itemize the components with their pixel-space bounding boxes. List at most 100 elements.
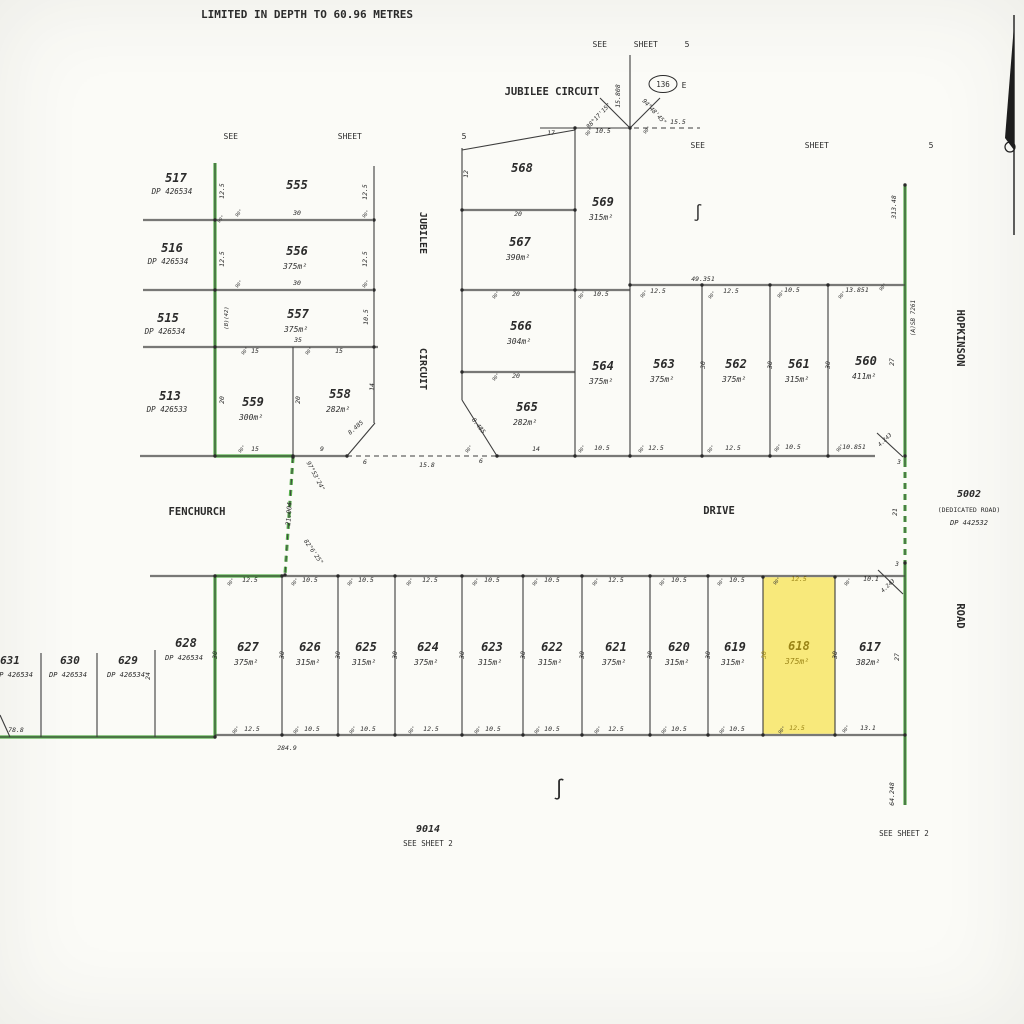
street-jubilee-circuit: JUBILEE CIRCUIT [505,86,600,98]
angle-mark: 90° [777,725,787,735]
corner-dot [580,733,584,737]
dim: 30 [766,361,774,370]
angle-mark: 90° [292,725,302,735]
lot-515: 515 [157,311,179,325]
corner-dot [213,218,217,222]
dim: 21.004 [284,502,294,526]
dim: 10.5 [304,725,320,733]
lot-569-area: 315m² [588,213,613,222]
lot-517: 517 [165,171,187,185]
angle-mark: 90° [471,577,481,587]
corner-dot [768,454,772,458]
dim: 27 [893,653,901,661]
angle-mark: 90° [531,577,541,587]
dim: 27 [888,358,896,366]
corner-dot [628,283,632,287]
dim: 8.485 [347,419,365,437]
dim: 3 [894,561,899,568]
corner-dot [573,208,577,212]
dim: 3 [896,459,901,466]
dim: (B)(42) [224,306,230,329]
lot-620-area: 315m² [664,658,689,667]
street-jubilee-v2: CIRCUIT [417,348,428,390]
dim: 20 [512,290,520,298]
corner-dot [460,208,464,212]
lot-569: 569 [592,195,614,209]
corner-dot [628,454,632,458]
angle-mark: 90° [491,290,501,300]
lot-623-area: 315m² [477,658,502,667]
lot-563: 563 [653,357,675,371]
dim: 30 [824,361,832,370]
block-9014: 9014 [416,824,440,835]
lot-625-area: 315m² [351,658,376,667]
limit-note: LIMITED IN DEPTH TO 60.96 METRES [201,8,413,21]
lot-619: 619 [724,640,746,654]
lot-558-area: 282m² [326,405,350,414]
lot-563-area: 375m² [649,375,674,384]
north-arrow-icon [1004,15,1016,235]
street-hopkinson-road: ROAD [954,603,966,628]
lot-559-area: 300m² [238,413,263,422]
angle-mark: 90° [361,279,371,289]
angle-mark: 90° [707,290,717,300]
angle-mark: 90° [577,290,587,300]
lot-562-area: 375m² [721,375,746,384]
corner-dot [280,574,284,578]
lot-624-area: 375m² [413,658,438,667]
lot-513-dp: DP 426533 [146,405,188,414]
dim: 30 [211,651,219,660]
dim: 20 [294,396,302,404]
bearing: 82°6'25" [302,538,324,566]
corner-dot [283,573,287,577]
lot-566: 566 [510,319,532,333]
angle-mark: 90° [639,289,649,299]
dim: 9 [320,445,324,453]
ref-136-circle [648,75,678,93]
dim: 15.808 [614,84,622,108]
dim: 20 [218,396,226,404]
angle-mark: 90° [577,444,587,454]
dim: 15 [251,445,259,453]
dim: 12.5 [650,287,666,295]
corner-dot [280,733,284,737]
lot-622-area: 315m² [537,658,562,667]
lot-624: 624 [417,640,439,654]
dim: 10.5 [595,127,611,135]
dim: 15 [251,347,259,355]
corner-dot [580,574,584,578]
dim: 12.5 [244,725,260,733]
angle-mark: 90° [234,279,244,289]
corner-dot [393,733,397,737]
dim: 10.5 [671,576,687,584]
dim: 14 [532,445,540,453]
lot-631: 631 [0,654,20,667]
corner-dot [833,575,837,579]
corner-dot [761,733,765,737]
angle-mark: 90° [231,725,241,735]
angle-mark: 90° [660,725,670,735]
see-sheet5-left: SEE SHEET 5 [224,132,467,141]
angle-mark: 90° [361,209,371,219]
angle-mark: 90° [837,290,847,300]
dim: 10.5 [544,725,560,733]
dim: 21 [891,508,899,516]
angle-mark: 90° [491,372,501,382]
lot-629: 629 [118,654,138,667]
lot-513: 513 [159,389,181,403]
corner-dot [648,733,652,737]
see-sheet5-right: SEE SHEET 5 [691,141,934,150]
dim: 30 [519,651,527,660]
lot-566-area: 304m² [506,337,531,346]
dim: 30 [578,651,586,660]
dim: 10.5 [358,576,374,584]
corner-dot [213,454,217,458]
dim: 12.5 [725,444,741,452]
lot-621-area: 375m² [601,658,626,667]
corner-dot [460,733,464,737]
corner-dot [826,283,830,287]
lot-516: 516 [161,241,183,255]
angle-mark: 90° [533,725,543,735]
corner-dot [213,574,217,578]
